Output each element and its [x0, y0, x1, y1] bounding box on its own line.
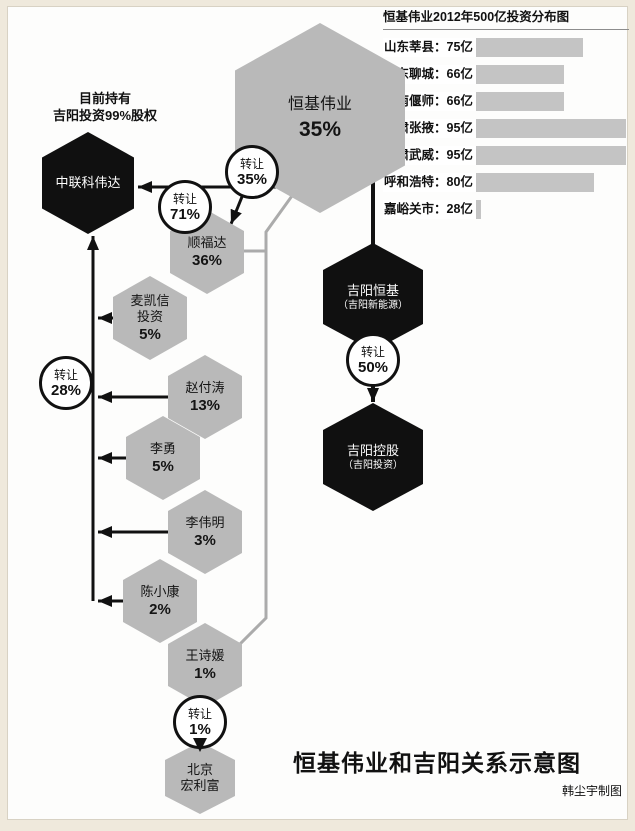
- node-label: 王诗媛: [185, 647, 225, 663]
- node-label: 赵付涛: [185, 379, 225, 395]
- bar-label: 甘肃武威：95亿: [383, 146, 476, 165]
- transfer-percent: 28%: [50, 381, 82, 399]
- node-label: 恒基伟业: [287, 95, 352, 113]
- node-sublabel: （吉阳投资）: [343, 459, 403, 471]
- transfer-label: 转让: [187, 706, 212, 721]
- chart-row: 甘肃武威：95亿: [383, 143, 629, 170]
- transfer-percent: 1%: [189, 720, 211, 738]
- bar-label: 甘肃张掖：95亿: [383, 119, 476, 138]
- node-percent: 36%: [191, 251, 223, 269]
- investment-bars: 山东莘县：75亿山东聊城：66亿河南偃师：66亿甘肃张掖：95亿甘肃武威：95亿…: [383, 35, 629, 224]
- line-gray-hengji-chain: [227, 181, 304, 657]
- node-label: 中联科伟达: [55, 175, 121, 190]
- node-percent: 1%: [194, 664, 216, 682]
- bar-label: 呼和浩特：80亿: [383, 173, 476, 192]
- node-label: 吉阳控股: [346, 442, 399, 458]
- chart-row: 呼和浩特：80亿: [383, 170, 629, 197]
- credit-line: 韩尘宇制图: [561, 784, 622, 798]
- transfer-71: 转让 71%: [158, 180, 212, 234]
- transfer-28: 转让 28%: [39, 356, 93, 410]
- node-sublabel: （吉阳新能源）: [338, 299, 408, 311]
- node-percent: 35%: [298, 117, 342, 141]
- node-label: 吉阳恒基: [346, 282, 399, 298]
- chart-row: 山东聊城：66亿: [383, 62, 629, 89]
- transfer-label: 转让: [172, 191, 197, 206]
- bar-label: 山东聊城：66亿: [383, 65, 476, 84]
- transfer-35: 转让 35%: [225, 145, 279, 199]
- chart-row: 甘肃张掖：95亿: [383, 116, 629, 143]
- transfer-50: 转让 50%: [346, 333, 400, 387]
- bar-label: 山东莘县：75亿: [383, 38, 476, 57]
- investment-chart: 恒基伟业2012年500亿投资分布图 山东莘县：75亿山东聊城：66亿河南偃师：…: [383, 9, 629, 224]
- chart-row: 山东莘县：75亿: [383, 35, 629, 62]
- chart-title: 恒基伟业2012年500亿投资分布图: [383, 9, 629, 30]
- node-percent: 5%: [152, 457, 174, 475]
- node-label: 顺福达: [187, 234, 227, 250]
- node-beijinghonglifu: 北京 宏利富: [165, 742, 235, 814]
- ownership-note: 目前持有 吉阳投资99%股权: [20, 90, 190, 124]
- node-label: 麦凯信: [130, 292, 170, 308]
- node-label: 李伟明: [185, 514, 225, 530]
- transfer-percent: 71%: [169, 205, 201, 223]
- chart-row: 河南偃师：66亿: [383, 89, 629, 116]
- transfer-label: 转让: [239, 156, 264, 171]
- chart-row: 嘉峪关市：28亿: [383, 197, 629, 224]
- node-label: 李勇: [149, 440, 176, 456]
- transfer-1: 转让 1%: [173, 695, 227, 749]
- bar-label: 河南偃师：66亿: [383, 92, 476, 111]
- page-title: 恒基伟业和吉阳关系示意图: [293, 750, 581, 776]
- node-label2: 宏利富: [180, 778, 220, 793]
- node-percent: 2%: [149, 600, 171, 618]
- note-line1: 目前持有: [78, 91, 131, 106]
- transfer-label: 转让: [360, 344, 385, 359]
- note-line2: 吉阳投资99%股权: [52, 108, 158, 123]
- node-percent: 13%: [189, 396, 221, 414]
- node-label: 北京: [186, 762, 213, 777]
- node-percent: 5%: [139, 325, 161, 343]
- node-label: 陈小康: [140, 583, 180, 599]
- node-label2: 投资: [136, 308, 163, 324]
- transfer-percent: 35%: [236, 170, 268, 188]
- transfer-label: 转让: [53, 367, 78, 382]
- bar-label: 嘉峪关市：28亿: [383, 200, 476, 219]
- node-percent: 3%: [194, 531, 216, 549]
- transfer-percent: 50%: [357, 358, 389, 376]
